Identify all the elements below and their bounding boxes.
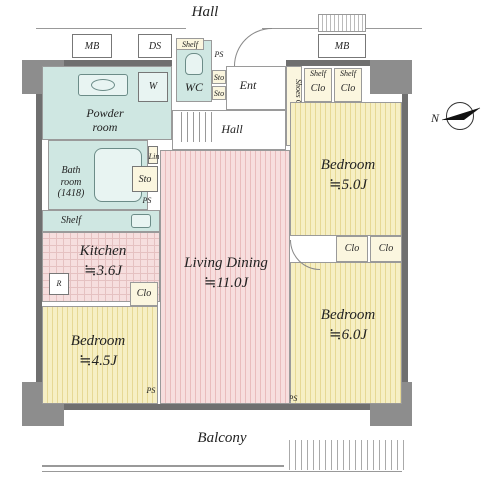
bath-room-label: Bath room (1418)	[57, 165, 85, 199]
living-dining-label: Living Dining	[184, 255, 268, 271]
hall-inner-label: Hall	[221, 122, 243, 136]
washer-space: W	[138, 72, 168, 102]
storage-middle: Sto	[132, 166, 158, 192]
wc-label: WC	[185, 80, 203, 94]
living-dining: Living Dining ≒11.0J	[160, 150, 290, 404]
kitchen-size: ≒3.6J	[84, 263, 122, 279]
closet-se-1: Clo	[336, 236, 368, 262]
balcony-divider	[284, 440, 404, 470]
bedroom-se-size: ≒6.0J	[329, 327, 367, 343]
lin-label: Lin	[148, 152, 160, 161]
powder-room-label: Powder room	[86, 106, 124, 134]
ent-label: Ent	[239, 78, 257, 92]
shelf-ne-2-label: Shelf	[340, 69, 356, 78]
toilet-icon	[185, 53, 203, 75]
ps-label-bath: PS	[142, 196, 152, 205]
ps-label-top: PS	[214, 50, 224, 59]
column-ne	[370, 60, 412, 94]
bedroom-sw: Bedroom ≒4.5J	[42, 306, 158, 404]
washer-label: W	[148, 81, 158, 92]
stove-icon	[131, 214, 151, 228]
bedroom-se: Bedroom ≒6.0J	[290, 262, 402, 404]
closet-kitchen: Clo	[130, 282, 158, 306]
r-label: R	[56, 279, 62, 288]
clo-kitchen-label: Clo	[136, 288, 152, 299]
meter-box-right: MB	[318, 34, 366, 58]
kitchen: Kitchen ≒3.6J R	[42, 232, 160, 302]
closet-ne-1: Shelf Clo	[304, 68, 332, 102]
north-label: N	[430, 111, 439, 125]
sto-middle-label: Sto	[138, 174, 152, 185]
refrigerator: R	[49, 273, 69, 295]
wall-right	[402, 60, 408, 420]
bedroom-ne-size: ≒5.0J	[329, 177, 367, 193]
closet-se-2: Clo	[370, 236, 402, 262]
sto-top-2-label: Sto	[213, 89, 225, 98]
kitchen-shelf: Shelf	[42, 210, 160, 232]
vanity-sink	[78, 74, 128, 96]
bedroom-sw-size: ≒4.5J	[79, 353, 117, 369]
compass: N	[431, 98, 488, 138]
hall-top-label: Hall	[191, 4, 219, 20]
storage-top-1: Sto	[212, 70, 226, 84]
ds-label: DS	[148, 41, 162, 52]
mb-right-label: MB	[334, 41, 350, 52]
balcony-label: Balcony	[197, 430, 247, 446]
closet-ne-2: Shelf Clo	[334, 68, 362, 102]
duct-space: DS	[138, 34, 172, 58]
linen-closet: Lin	[148, 146, 160, 164]
wc-room: WC	[176, 40, 212, 102]
bedroom-sw-label: Bedroom	[70, 333, 126, 349]
bedroom-ne-label: Bedroom	[320, 157, 376, 173]
clo-se-2-label: Clo	[378, 243, 394, 254]
vent-grill-right	[318, 14, 366, 32]
wall-left	[36, 60, 42, 420]
clo-se-1-label: Clo	[344, 243, 360, 254]
top-corridor-line	[36, 28, 186, 29]
wall-top-right	[286, 60, 406, 66]
sto-top-1-label: Sto	[213, 73, 225, 82]
compass-circle	[446, 102, 474, 130]
shelf-top-label: Shelf	[182, 40, 198, 49]
kitchen-shelf-label: Shelf	[61, 215, 81, 226]
bedroom-se-label: Bedroom	[320, 307, 376, 323]
clo-ne-1-label: Clo	[310, 83, 326, 94]
shelf-ne-1-label: Shelf	[310, 69, 326, 78]
compass-arrow-icon	[441, 107, 481, 121]
shoes-clo-label: Shoes Clo	[294, 79, 303, 112]
bedroom-ne: Bedroom ≒5.0J	[290, 102, 402, 236]
meter-box-left: MB	[72, 34, 112, 58]
balcony-rail	[42, 466, 402, 472]
mb-left-label: MB	[84, 41, 100, 52]
kitchen-label: Kitchen	[79, 243, 127, 259]
balcony: Balcony	[42, 410, 402, 466]
living-dining-size: ≒11.0J	[203, 275, 249, 291]
storage-top-2: Sto	[212, 86, 226, 100]
wall-bottom	[36, 404, 408, 410]
entrance-door-swing	[234, 28, 272, 66]
shelf-top: Shelf	[176, 38, 204, 50]
wall-top-left	[36, 60, 172, 66]
entrance: Ent	[226, 66, 286, 110]
ps-label-se: PS	[288, 394, 298, 403]
entrance-step	[176, 112, 216, 142]
clo-ne-2-label: Clo	[340, 83, 356, 94]
ps-label-sw: PS	[146, 386, 156, 395]
